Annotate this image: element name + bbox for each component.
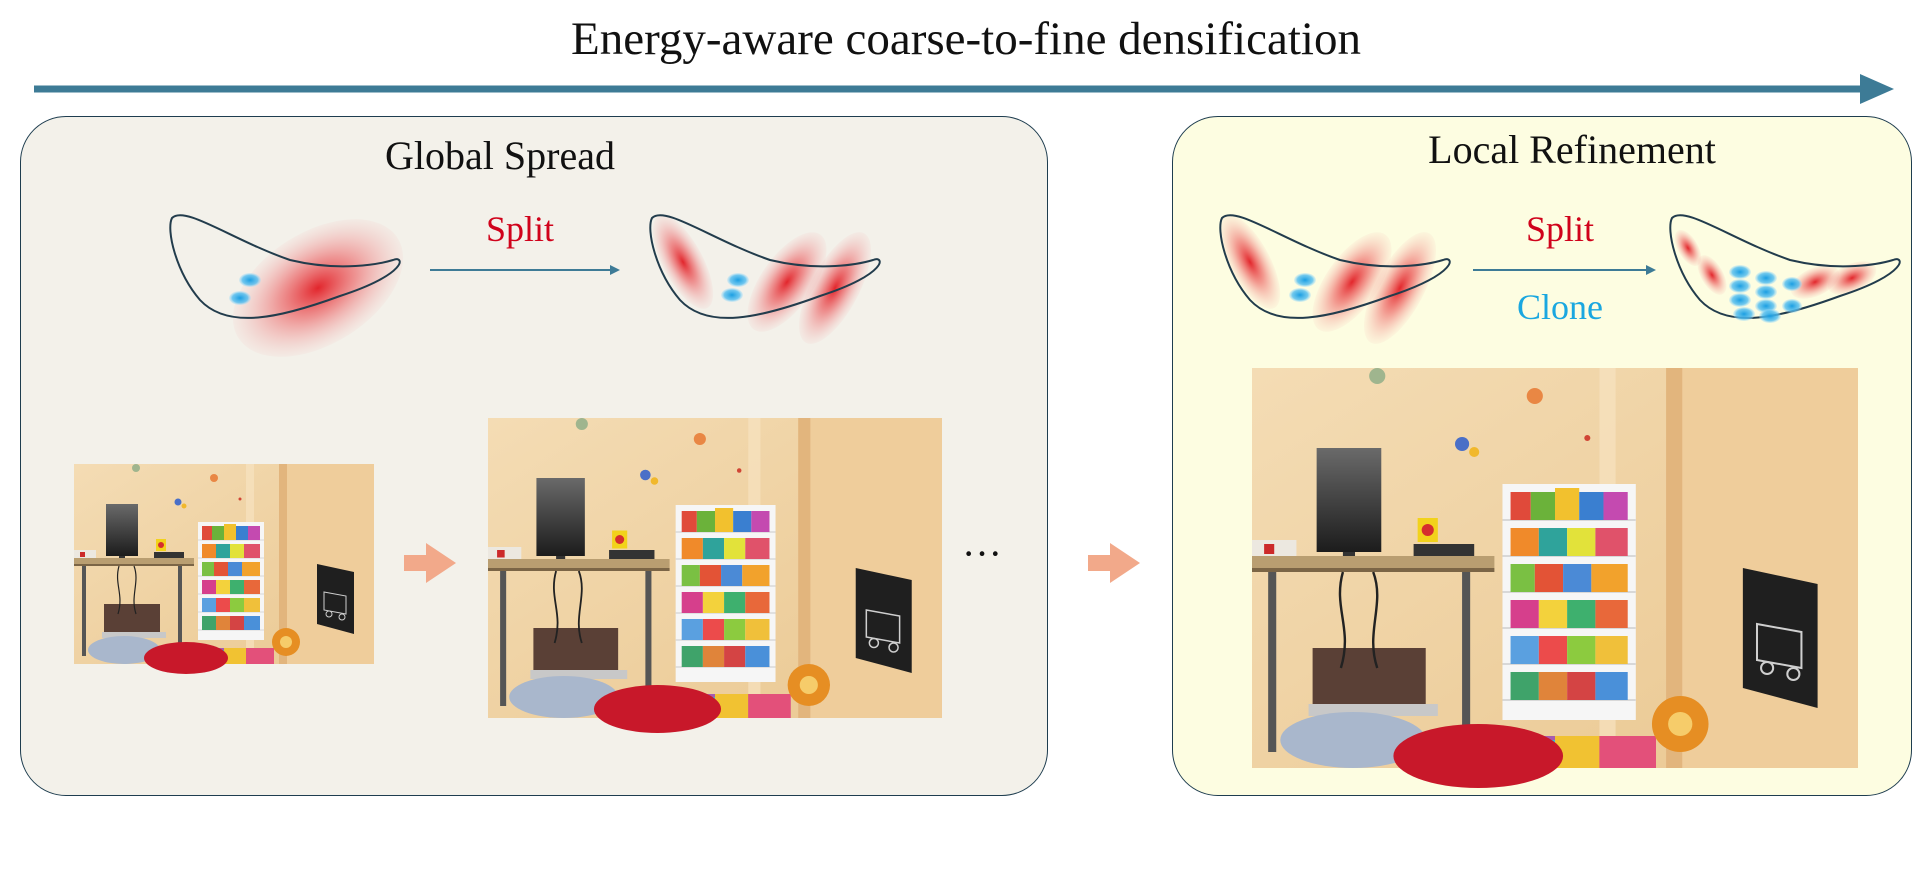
page-title: Energy-aware coarse-to-fine densificatio…: [571, 13, 1361, 65]
gaussian-shape-icon: [1219, 214, 1451, 344]
split-clone-arrow: [1473, 265, 1656, 275]
scene-photo-small: [73, 463, 375, 675]
scene-photo-medium: [487, 417, 943, 734]
gaussian-shape-icon: [169, 214, 404, 357]
scene-photo-large: [1250, 366, 1860, 790]
step-arrow-icon: [1088, 543, 1140, 583]
split-arrow: [430, 265, 620, 275]
step-arrow-icon: [404, 543, 456, 583]
gaussian-shape-icon: [649, 214, 881, 344]
local-split-label: Split: [1525, 209, 1595, 249]
global-split-label: Split: [485, 209, 555, 249]
more-steps-ellipsis: ···: [962, 531, 1002, 576]
global-spread-title: Global Spread: [385, 133, 615, 178]
local-refinement-title: Local Refinement: [1428, 127, 1716, 172]
local-clone-label: Clone: [1517, 287, 1603, 327]
gaussian-shape-icon: [1669, 214, 1901, 323]
timeline-arrow: [34, 74, 1894, 104]
